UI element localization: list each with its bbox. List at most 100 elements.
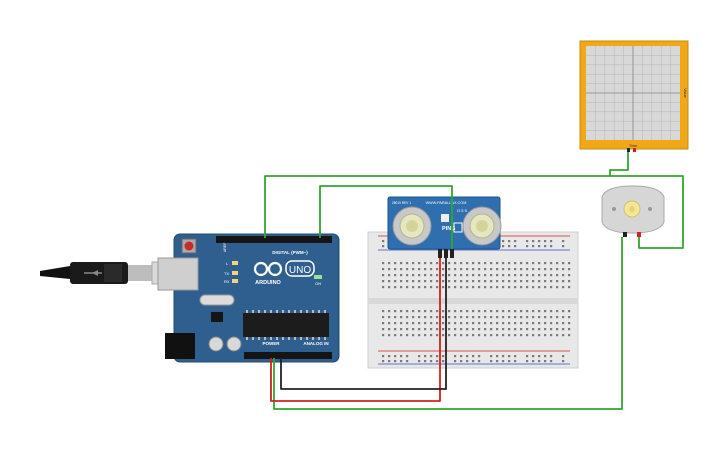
breadboard-hole[interactable]	[442, 274, 445, 277]
breadboard-hole[interactable]	[532, 322, 535, 325]
breadboard-hole[interactable]	[472, 328, 475, 331]
breadboard-hole[interactable]	[556, 316, 559, 319]
breadboard-hole[interactable]	[544, 328, 547, 331]
breadboard-hole[interactable]	[526, 310, 529, 313]
breadboard-hole[interactable]	[448, 334, 451, 337]
breadboard-hole[interactable]	[508, 310, 511, 313]
breadboard-hole[interactable]	[418, 328, 421, 331]
breadboard-hole[interactable]	[448, 280, 451, 283]
breadboard-hole[interactable]	[430, 286, 433, 289]
breadboard-hole[interactable]	[424, 334, 427, 337]
breadboard-hole[interactable]	[472, 262, 475, 265]
breadboard-hole[interactable]	[412, 316, 415, 319]
breadboard-hole[interactable]	[418, 280, 421, 283]
breadboard-hole[interactable]	[442, 268, 445, 271]
breadboard-hole[interactable]	[382, 245, 385, 248]
breadboard-hole[interactable]	[538, 334, 541, 337]
breadboard-hole[interactable]	[448, 310, 451, 313]
breadboard-hole[interactable]	[544, 245, 547, 248]
breadboard-hole[interactable]	[406, 355, 409, 358]
breadboard-hole[interactable]	[400, 316, 403, 319]
breadboard-hole[interactable]	[490, 334, 493, 337]
breadboard-hole[interactable]	[538, 316, 541, 319]
breadboard-hole[interactable]	[508, 316, 511, 319]
breadboard-hole[interactable]	[526, 262, 529, 265]
breadboard-hole[interactable]	[502, 240, 505, 243]
breadboard-hole[interactable]	[550, 268, 553, 271]
breadboard-hole[interactable]	[514, 310, 517, 313]
breadboard-hole[interactable]	[382, 262, 385, 265]
breadboard-hole[interactable]	[520, 280, 523, 283]
breadboard-hole[interactable]	[526, 334, 529, 337]
breadboard-hole[interactable]	[466, 280, 469, 283]
breadboard-hole[interactable]	[556, 280, 559, 283]
breadboard-hole[interactable]	[532, 280, 535, 283]
breadboard-hole[interactable]	[496, 360, 499, 363]
breadboard-hole[interactable]	[412, 328, 415, 331]
wires[interactable]	[264, 152, 684, 410]
breadboard-hole[interactable]	[406, 328, 409, 331]
breadboard-hole[interactable]	[442, 280, 445, 283]
breadboard-hole[interactable]	[406, 316, 409, 319]
breadboard-hole[interactable]	[532, 316, 535, 319]
breadboard-hole[interactable]	[514, 334, 517, 337]
breadboard-hole[interactable]	[556, 310, 559, 313]
breadboard-hole[interactable]	[550, 334, 553, 337]
breadboard-hole[interactable]	[490, 355, 493, 358]
breadboard-hole[interactable]	[478, 274, 481, 277]
breadboard-hole[interactable]	[490, 360, 493, 363]
breadboard-hole[interactable]	[520, 268, 523, 271]
breadboard-hole[interactable]	[496, 334, 499, 337]
breadboard-hole[interactable]	[562, 268, 565, 271]
breadboard-hole[interactable]	[418, 360, 421, 363]
breadboard-hole[interactable]	[532, 240, 535, 243]
breadboard-hole[interactable]	[496, 268, 499, 271]
breadboard-hole[interactable]	[448, 286, 451, 289]
breadboard-hole[interactable]	[562, 316, 565, 319]
breadboard-hole[interactable]	[568, 310, 571, 313]
breadboard-hole[interactable]	[478, 316, 481, 319]
breadboard-hole[interactable]	[508, 334, 511, 337]
breadboard-hole[interactable]	[442, 360, 445, 363]
breadboard-hole[interactable]	[406, 286, 409, 289]
breadboard-hole[interactable]	[490, 328, 493, 331]
breadboard-hole[interactable]	[454, 280, 457, 283]
breadboard-hole[interactable]	[388, 334, 391, 337]
breadboard-hole[interactable]	[436, 280, 439, 283]
breadboard-hole[interactable]	[532, 310, 535, 313]
breadboard-hole[interactable]	[466, 310, 469, 313]
breadboard-hole[interactable]	[484, 322, 487, 325]
breadboard-hole[interactable]	[406, 268, 409, 271]
breadboard-hole[interactable]	[514, 316, 517, 319]
breadboard-hole[interactable]	[460, 262, 463, 265]
breadboard-hole[interactable]	[466, 334, 469, 337]
breadboard-hole[interactable]	[466, 328, 469, 331]
breadboard-hole[interactable]	[430, 360, 433, 363]
breadboard-hole[interactable]	[430, 274, 433, 277]
breadboard-hole[interactable]	[508, 245, 511, 248]
breadboard-hole[interactable]	[526, 360, 529, 363]
breadboard-hole[interactable]	[490, 268, 493, 271]
breadboard-hole[interactable]	[400, 268, 403, 271]
breadboard-hole[interactable]	[508, 262, 511, 265]
oscilloscope[interactable]: Time Value	[579, 40, 689, 152]
breadboard-hole[interactable]	[502, 268, 505, 271]
breadboard-hole[interactable]	[496, 328, 499, 331]
breadboard-hole[interactable]	[406, 310, 409, 313]
breadboard-hole[interactable]	[436, 310, 439, 313]
breadboard-hole[interactable]	[538, 268, 541, 271]
breadboard-hole[interactable]	[466, 262, 469, 265]
breadboard-hole[interactable]	[478, 334, 481, 337]
breadboard-hole[interactable]	[556, 262, 559, 265]
breadboard-hole[interactable]	[550, 280, 553, 283]
breadboard-hole[interactable]	[562, 245, 565, 248]
breadboard-hole[interactable]	[442, 322, 445, 325]
breadboard-hole[interactable]	[550, 310, 553, 313]
breadboard-hole[interactable]	[400, 274, 403, 277]
breadboard-hole[interactable]	[568, 274, 571, 277]
breadboard-hole[interactable]	[532, 262, 535, 265]
breadboard-hole[interactable]	[562, 240, 565, 243]
dc-motor[interactable]	[601, 185, 665, 237]
breadboard-hole[interactable]	[562, 286, 565, 289]
